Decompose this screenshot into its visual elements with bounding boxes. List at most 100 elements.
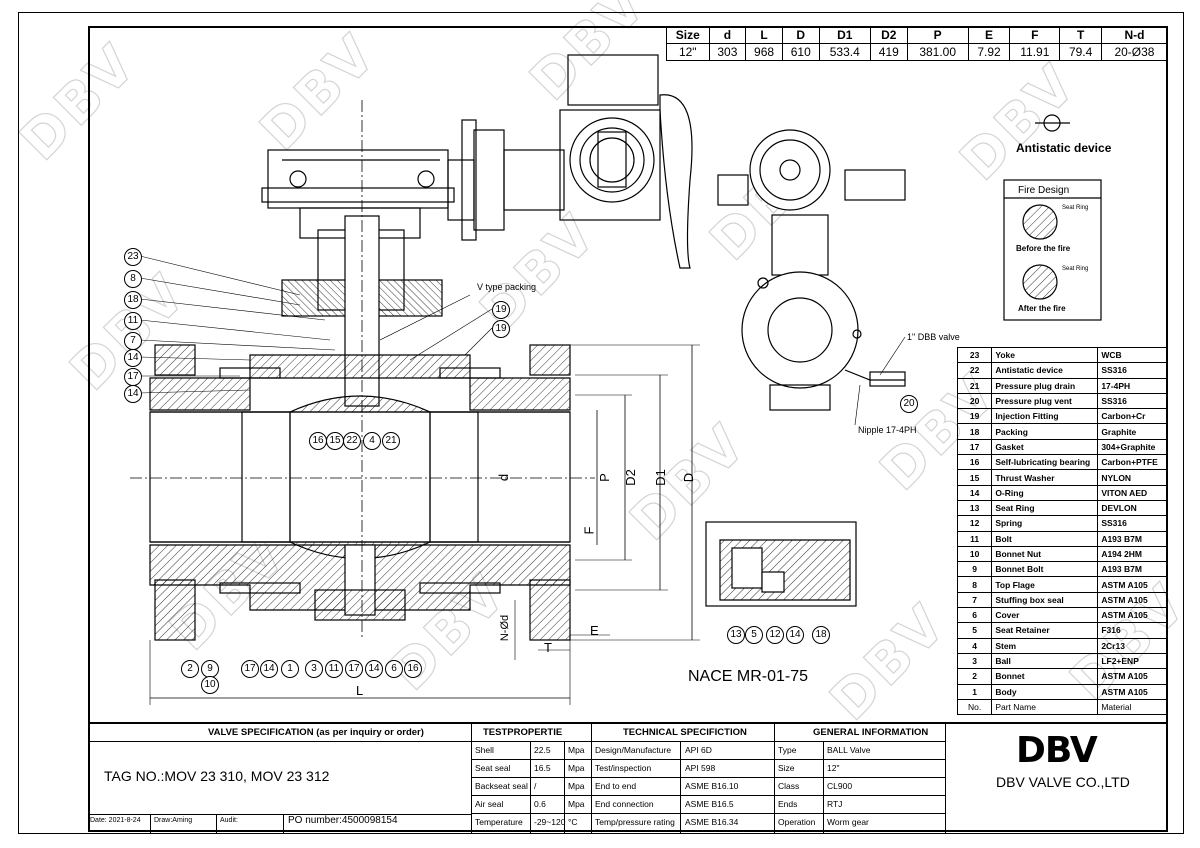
tests-cell: Air seal: [475, 799, 504, 809]
bom-no: 14: [956, 484, 993, 501]
callout-18: 18: [124, 291, 142, 309]
bom-no: 9: [956, 561, 993, 578]
motor-cover: [569, 117, 655, 203]
dim-label-Nd: N-Ød: [499, 614, 512, 642]
draw-date: Date: 2021-8-24: [90, 817, 141, 824]
tech-cell: API 598: [685, 763, 716, 773]
dim-value: 610: [781, 43, 820, 61]
gen-cell: Class: [778, 781, 800, 791]
tag-no: TAG NO.:MOV 23 310, MOV 23 312: [104, 768, 330, 784]
tests-cell: Backseat seal: [475, 781, 528, 791]
audit-label: Audit:: [220, 817, 238, 824]
bom-material: SS316: [1097, 392, 1168, 410]
after-fire-label: After the fire: [1018, 304, 1066, 313]
bom-part: Pressure plug drain: [991, 377, 1099, 394]
bom-material: VITON AED: [1097, 484, 1168, 501]
callout-8: 8: [124, 270, 142, 288]
bom-no: 6: [956, 607, 993, 624]
dim-label-D: D: [681, 472, 697, 483]
callout-20: 20: [900, 395, 918, 413]
dim-value: 7.92: [967, 43, 1011, 61]
tech-cell: End to end: [595, 781, 637, 791]
tech-cell: API 6D: [685, 745, 712, 755]
fire-design-title: Fire Design: [1018, 185, 1070, 196]
seat-detail-view: [705, 521, 857, 607]
po-number: PO number:4500098154: [288, 815, 398, 826]
dim-label-P: P: [596, 473, 612, 482]
bom-no: 5: [956, 622, 993, 639]
tech-cell: ASME B16.34: [685, 817, 739, 827]
bom-no: 7: [956, 591, 993, 609]
bom-part: Self-lubricating bearing: [991, 454, 1099, 471]
tests-cell: Temperature: [475, 817, 523, 827]
tests-cell: 16.5: [534, 763, 551, 773]
bom-material: SS316: [1097, 515, 1168, 532]
callout-14: 14: [786, 626, 804, 644]
callout-18: 18: [812, 626, 830, 644]
bom-material: Carbon+Cr: [1097, 408, 1168, 425]
bom-material: LF2+ENP: [1097, 652, 1168, 670]
gen-cell: BALL Valve: [827, 745, 871, 755]
bom-no: 23: [956, 346, 993, 364]
dim-value: 20-Ø38: [1100, 43, 1169, 61]
bom-no: 18: [956, 423, 993, 440]
dim-label-L: L: [356, 683, 364, 698]
bom-part: Packing: [991, 423, 1099, 440]
bom-part: Stem: [991, 637, 1099, 654]
bom-material: 304+Graphite: [1097, 438, 1168, 456]
bom-material: WCB: [1097, 346, 1168, 364]
gen-cell: Ends: [778, 799, 798, 809]
tech-cell: End connection: [595, 799, 654, 809]
outer-border: [18, 12, 1184, 834]
bom-no: 22: [956, 362, 993, 379]
gearbox: [267, 149, 449, 209]
bom-part: Pressure plug vent: [991, 392, 1099, 410]
callout-4: 4: [363, 432, 381, 450]
callout-19: 19: [492, 301, 510, 319]
callout-5: 5: [745, 626, 763, 644]
dim-header: Size: [666, 26, 710, 44]
bom-material: ASTM A105: [1097, 591, 1168, 609]
nipple-label: Nipple 17-4PH: [858, 425, 917, 435]
bom-material: A194 2HM: [1097, 545, 1168, 563]
gen-cell: 12": [827, 763, 840, 773]
bom-material: Carbon+PTFE: [1097, 454, 1168, 471]
bom-part: Cover: [991, 607, 1099, 624]
bom-part: Bonnet: [991, 668, 1099, 685]
tests-cell: /: [534, 781, 537, 791]
tech-cell: Temp/pressure rating: [595, 817, 675, 827]
dim-value: 79.4: [1059, 43, 1102, 61]
dimension-table: Size d L D D1 D2 P E F T N-d 12" 303 968…: [666, 26, 1169, 61]
dim-value: 533.4: [818, 43, 871, 61]
bom-material: A193 B7M: [1097, 530, 1168, 547]
dim-value: 419: [869, 43, 908, 61]
callout-17: 17: [241, 660, 259, 678]
dimension-value-row: 12" 303 968 610 533.4 419 381.00 7.92 11…: [666, 43, 1169, 61]
bom-material: ASTM A105: [1097, 683, 1168, 700]
draftsman: Draw:Aming: [154, 817, 193, 824]
motor-housing: [567, 54, 659, 106]
side-body: [741, 271, 859, 389]
bom-no: 3: [956, 652, 993, 670]
bom-no: 13: [956, 499, 993, 517]
bom-material: ASTM A105: [1097, 668, 1168, 685]
tests-cell: 0.6: [534, 799, 546, 809]
dim-label-T: T: [544, 640, 552, 655]
bom-no: 12: [956, 515, 993, 532]
callout-14: 14: [365, 660, 383, 678]
bom-no: 19: [956, 408, 993, 425]
v-packing-label: V type packing: [477, 282, 537, 292]
tests-cell: Mpa: [568, 745, 585, 755]
gen-cell: RTJ: [827, 799, 843, 809]
bom-part: O-Ring: [991, 484, 1099, 501]
dim-label-D1: D1: [652, 469, 668, 486]
